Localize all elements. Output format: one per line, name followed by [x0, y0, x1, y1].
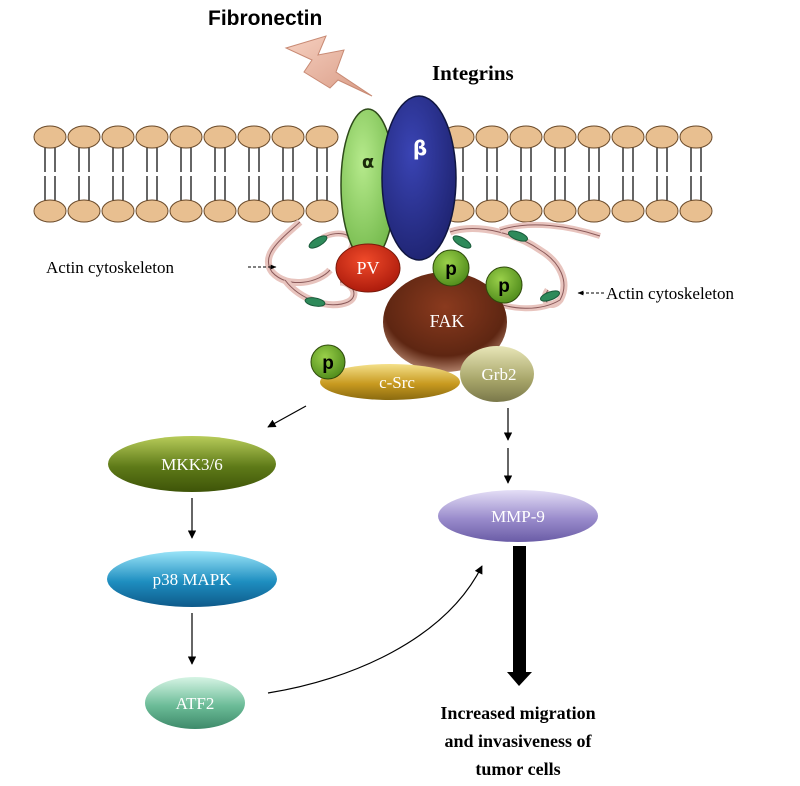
- lipid-head: [475, 199, 509, 223]
- c-src-label: c-Src: [379, 373, 415, 392]
- mmp-9-label: MMP-9: [491, 507, 545, 526]
- phospho-group: p: [310, 344, 346, 380]
- lipid-head: [645, 125, 679, 149]
- lipid-head: [679, 199, 713, 223]
- outcome-arrow-shaft: [513, 546, 526, 674]
- mkk3-6-node: [108, 436, 276, 492]
- integrin-beta-label: β: [413, 136, 427, 160]
- integrins-label: Integrins: [432, 61, 514, 85]
- mmp-9-node: [438, 490, 598, 542]
- fibronectin-label: Fibronectin: [208, 7, 322, 30]
- lipid-head: [135, 125, 169, 149]
- integrin-alpha-label: α: [362, 152, 374, 173]
- lipid-head: [509, 125, 543, 149]
- outcome-line-3: tumor cells: [475, 759, 560, 779]
- lipid-head: [67, 125, 101, 149]
- lipid-head: [135, 199, 169, 223]
- mkk3-6-label: MKK3/6: [161, 455, 222, 474]
- lipid-head: [543, 199, 577, 223]
- grb2-node: [460, 346, 534, 402]
- signal-bolt-icon: [284, 35, 373, 97]
- lipid-head: [203, 125, 237, 149]
- atf2-node: [145, 677, 245, 729]
- arrow-atf2-to-mmp9: [267, 565, 483, 694]
- actin-cytoskeleton-label-right: Actin cytoskeleton: [606, 284, 734, 303]
- lipid-head: [101, 199, 135, 223]
- phospho-group: p: [485, 266, 523, 304]
- lipid-head: [271, 199, 305, 223]
- phospho-group: p: [432, 249, 470, 287]
- actin-cytoskeleton-label-left: Actin cytoskeleton: [46, 258, 174, 277]
- lipid-head: [475, 125, 509, 149]
- pv-label: PV: [356, 258, 379, 278]
- lipid-head: [33, 125, 67, 149]
- outcome-line-1: Increased migration: [440, 703, 595, 723]
- lipid-head: [271, 125, 305, 149]
- outcome-line-2: and invasiveness of: [444, 731, 592, 751]
- lipid-head: [237, 199, 271, 223]
- lipid-head: [577, 125, 611, 149]
- svg-text:p: p: [498, 276, 510, 297]
- integrin-beta-subunit: [381, 95, 457, 261]
- arrow-csrc-to-mkk: [267, 405, 307, 428]
- lipid-head: [169, 199, 203, 223]
- lipid-head: [101, 125, 135, 149]
- fak-node: [383, 272, 507, 372]
- p38-mapk-label: p38 MAPK: [153, 570, 233, 589]
- lipid-head: [169, 125, 203, 149]
- c-src-node: [320, 364, 460, 400]
- outcome-arrow-head: [507, 672, 532, 686]
- svg-text:p: p: [445, 259, 457, 280]
- lipid-head: [577, 199, 611, 223]
- pv-node: [335, 243, 401, 293]
- lipid-head: [33, 199, 67, 223]
- lipid-head: [67, 199, 101, 223]
- lipid-head: [203, 199, 237, 223]
- lipid-head: [509, 199, 543, 223]
- grb2-label: Grb2: [482, 365, 517, 384]
- atf2-label: ATF2: [176, 694, 215, 713]
- lipid-head: [679, 125, 713, 149]
- lipid-head: [611, 125, 645, 149]
- lipid-head: [237, 125, 271, 149]
- p38-mapk-node: [107, 551, 277, 607]
- lipid-head: [305, 199, 339, 223]
- lipid-head: [645, 199, 679, 223]
- fak-label: FAK: [430, 311, 465, 331]
- lipid-head: [305, 125, 339, 149]
- lipid-head: [543, 125, 577, 149]
- lipid-head: [611, 199, 645, 223]
- svg-text:p: p: [322, 353, 334, 374]
